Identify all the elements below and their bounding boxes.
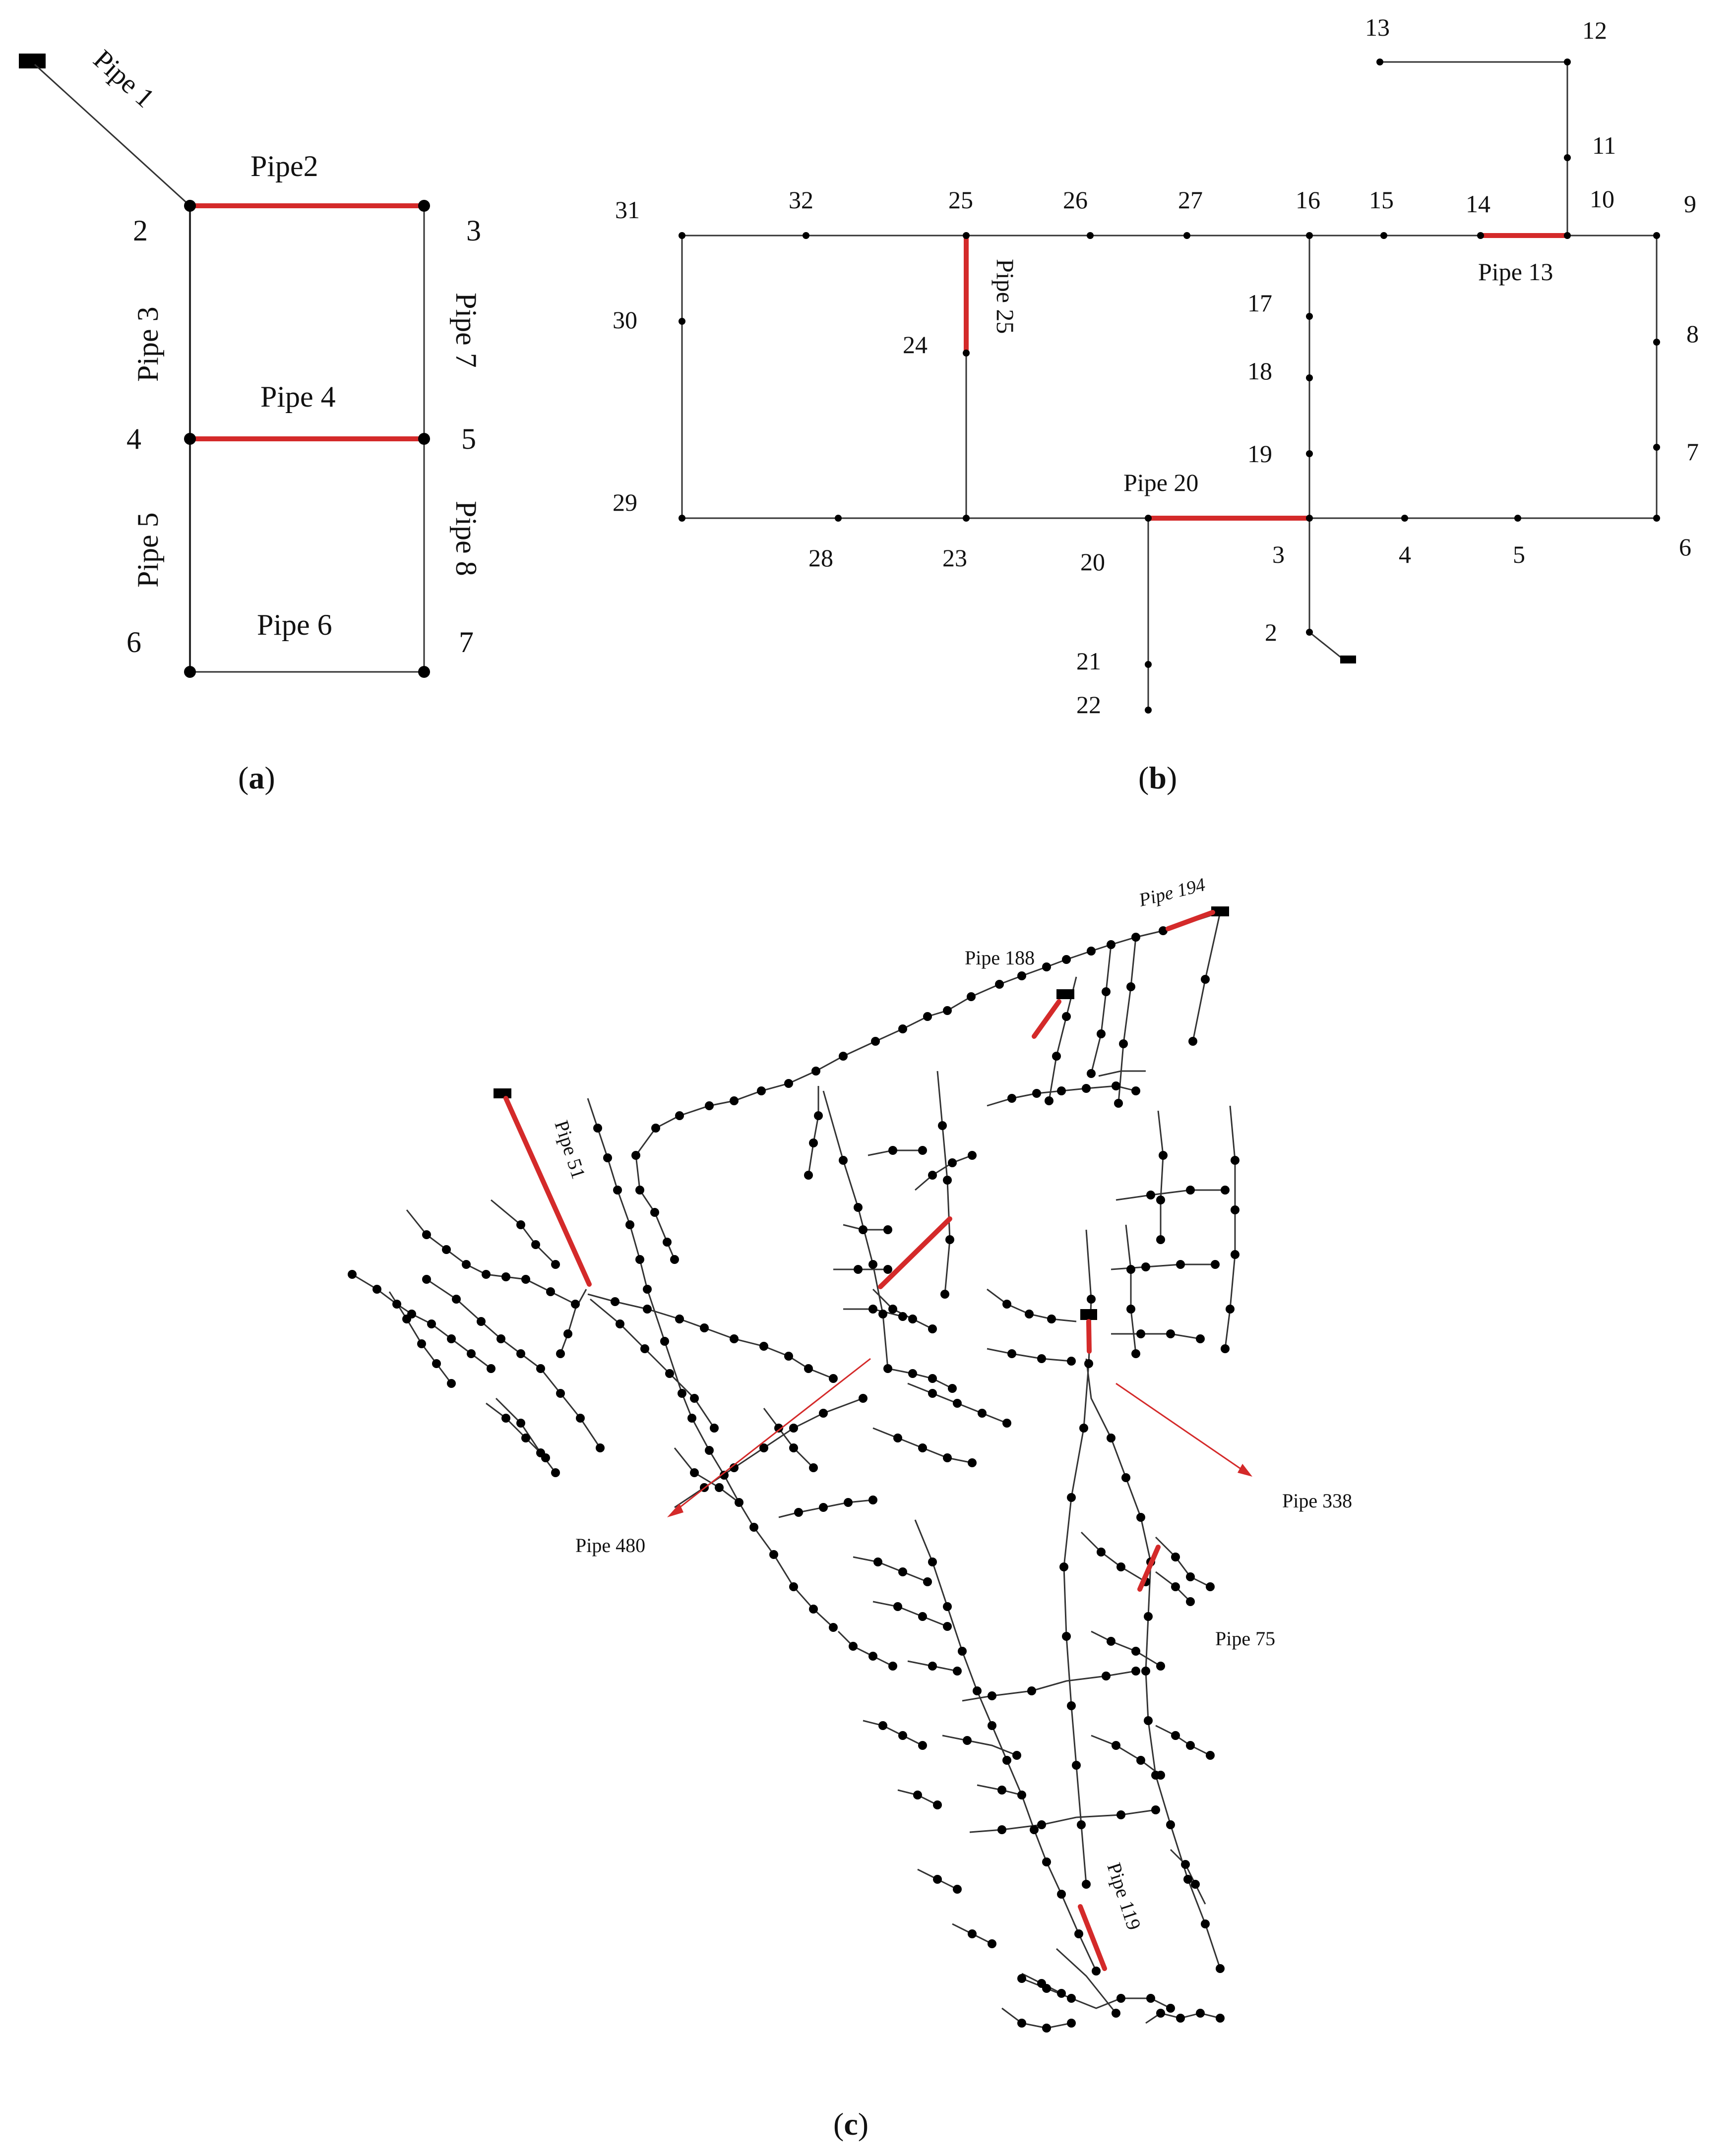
- reservoir-icon: [1211, 906, 1229, 916]
- node-label: 9: [1684, 190, 1696, 218]
- node-label: 16: [1296, 186, 1320, 214]
- node-label: 25: [948, 186, 973, 214]
- node-label: 29: [613, 488, 637, 516]
- node-label: 4: [126, 422, 141, 455]
- node-label: 6: [126, 626, 141, 659]
- arrow-pipe-480: [674, 1358, 871, 1512]
- node-label: 3: [466, 214, 481, 247]
- pipe-label: Pipe2: [250, 150, 318, 182]
- node: [184, 433, 196, 445]
- reservoir-icon: [1080, 1309, 1097, 1320]
- panel-c: Pipe 194 Pipe 188 Pipe 51 Pipe 480 Pipe …: [348, 874, 1352, 2142]
- pipe-label: Pipe 3: [131, 306, 164, 382]
- node-label: 15: [1369, 186, 1394, 214]
- node-label: 19: [1247, 440, 1272, 468]
- pipe-51: [503, 1096, 592, 1287]
- pipe-1: [34, 63, 191, 207]
- arrow-pipe-338: [1115, 1382, 1245, 1473]
- pipe-label: Pipe 25: [991, 259, 1019, 334]
- node: [184, 200, 196, 212]
- node-label: 3: [1272, 540, 1285, 568]
- reservoir-icon: [19, 54, 46, 68]
- pipe-label: Pipe 188: [965, 947, 1035, 969]
- node-label: 7: [459, 626, 474, 659]
- node-label: 12: [1582, 16, 1607, 44]
- node-label: 5: [461, 422, 476, 455]
- node-dots: [679, 59, 1660, 714]
- pipe-label: Pipe 5: [131, 512, 164, 588]
- arrow-head: [667, 1503, 683, 1517]
- node-label: 23: [942, 544, 967, 572]
- arrow-head: [1238, 1464, 1252, 1477]
- panel-caption: (b): [1138, 760, 1177, 795]
- node-label: 22: [1076, 691, 1101, 719]
- panel-caption: (a): [238, 760, 275, 795]
- pipe-label: Pipe 194: [1136, 874, 1207, 911]
- panel-a: Pipe 1 Pipe2 Pipe 3 Pipe 4 Pipe 5 Pipe 6…: [19, 44, 483, 795]
- reservoir-icon: [1340, 656, 1356, 663]
- pipe-label: Pipe 51: [550, 1118, 590, 1182]
- node-label: 11: [1592, 131, 1616, 159]
- pipe-480: [878, 1216, 952, 1289]
- pipe-188: [1032, 999, 1061, 1039]
- node-label: 31: [615, 196, 640, 224]
- panel-caption: (c): [833, 2106, 868, 2142]
- node-label: 30: [613, 306, 637, 334]
- pipe-75: [1137, 1545, 1161, 1592]
- node-label: 21: [1076, 647, 1101, 675]
- pipe-label: Pipe 8: [450, 501, 483, 576]
- pipe-label: Pipe 119: [1103, 1860, 1145, 1933]
- node-label: 13: [1365, 13, 1390, 41]
- network-edges: [352, 911, 1236, 2029]
- node-label: 17: [1247, 289, 1272, 317]
- node-label: 7: [1686, 438, 1699, 466]
- node-label: 8: [1686, 320, 1699, 348]
- pipe-label: Pipe 75: [1215, 1627, 1275, 1650]
- pipe-194: [1166, 910, 1215, 931]
- node-label: 2: [133, 214, 148, 247]
- node: [418, 433, 430, 445]
- pipe-label: Pipe 6: [257, 608, 332, 641]
- node-label: 24: [903, 331, 928, 359]
- reservoir-icon: [1056, 989, 1074, 999]
- pipe-label: Pipe 20: [1123, 469, 1198, 496]
- node-label: 20: [1080, 548, 1105, 576]
- node-label: 4: [1399, 540, 1411, 568]
- panel-b: 2 3 4 5 6 7 8 9 10 11 12 13 14 15 16 17 …: [613, 13, 1699, 795]
- pipe-label: Pipe 1: [87, 44, 160, 114]
- reservoir-icon: [494, 1088, 511, 1098]
- network-nodes: [348, 926, 1239, 2033]
- node: [184, 666, 196, 678]
- node-label: 27: [1178, 186, 1203, 214]
- pipe-119: [1078, 1904, 1107, 1971]
- node-label: 18: [1247, 357, 1272, 385]
- pipe-label: Pipe 338: [1282, 1490, 1352, 1512]
- pipe-label: Pipe 480: [575, 1534, 645, 1557]
- node-label: 26: [1063, 186, 1088, 214]
- pipe-label: Pipe 4: [260, 380, 336, 413]
- node-label: 32: [789, 186, 813, 214]
- node: [418, 666, 430, 678]
- pipe-label: Pipe 13: [1478, 258, 1553, 286]
- pipe-label: Pipe 7: [450, 293, 483, 368]
- node-label: 5: [1513, 540, 1525, 568]
- node-label: 2: [1265, 618, 1277, 646]
- node-label: 14: [1466, 190, 1490, 218]
- node-label: 10: [1590, 185, 1614, 213]
- node-label: 28: [808, 544, 833, 572]
- node: [418, 200, 430, 212]
- node-label: 6: [1679, 533, 1691, 561]
